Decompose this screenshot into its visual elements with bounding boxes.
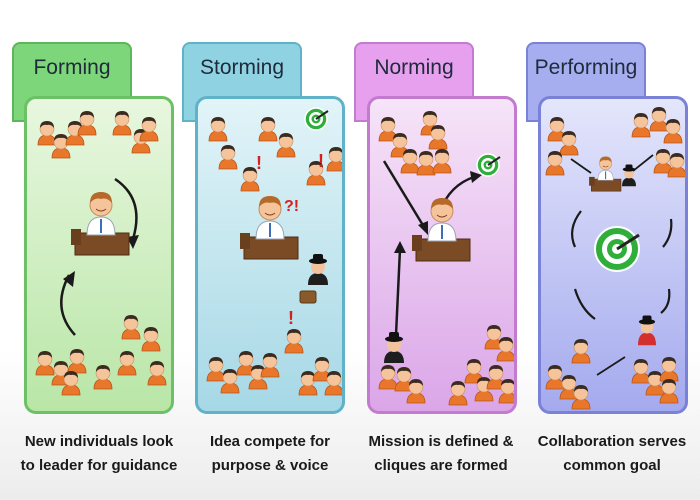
person-icon [208,116,228,142]
arrow-head-icon [418,221,428,235]
person-icon [631,112,651,138]
person-icon [649,106,669,132]
person-icon [653,148,673,174]
stage-title: Forming [33,56,111,79]
person-icon [117,350,137,376]
stage-title: Performing [534,56,638,79]
briefcase-icon [299,290,317,304]
forming-scene [35,110,167,396]
panel-performing [538,96,688,414]
person-icon [93,364,113,390]
person-icon [667,152,685,178]
alert-mark: ! [256,153,262,173]
person-icon [324,370,342,396]
person-icon [35,350,55,376]
person-icon [260,352,280,378]
caption-norming: Mission is defined & cliques are formed [353,430,529,478]
person-icon [67,348,87,374]
storming-scene: ! ! ?! ! [206,107,342,396]
person-icon [141,326,161,352]
person-icon [498,378,514,404]
person-icon [276,132,296,158]
alert-mark: ! [318,151,324,171]
alert-mark: ?! [284,198,299,215]
alert-mark: ! [288,308,294,328]
stage-title: Norming [374,56,454,79]
stage-title: Storming [199,56,285,79]
person-icon [571,338,591,364]
target-icon [304,107,329,131]
panel-forming [24,96,174,414]
person-icon [448,380,468,406]
arrow-icon [660,288,671,314]
outsider-icon [622,164,636,187]
person-icon [218,144,238,170]
person-icon [416,150,436,176]
panel-storming: ! ! ?! ! [195,96,345,414]
person-icon [659,356,679,382]
arrow-icon [570,210,582,248]
person-icon [147,360,167,386]
person-icon [37,120,57,146]
arrow-icon [394,248,402,336]
caption-line: Collaboration serves [537,433,687,450]
arrow-head-icon [63,271,75,287]
person-icon [112,110,132,136]
arrow-head-icon [394,241,406,253]
caption-line: to leader for guidance [20,457,178,474]
person-icon [326,146,342,172]
arrow-icon [573,288,596,320]
person-icon [206,356,226,382]
outsider-icon [308,254,328,285]
arrow-icon [382,160,426,228]
arrow-icon [662,218,673,248]
caption-line: common goal [563,457,661,474]
leader-icon [588,156,622,192]
person-icon [258,116,278,142]
person-icon [428,124,448,150]
person-icon [378,364,398,390]
person-icon [284,328,304,354]
arrow-head-icon [127,235,139,249]
person-icon [77,110,97,136]
caption-line: New individuals look [24,433,174,450]
performing-scene [545,106,685,410]
leader-icon [411,197,471,262]
person-icon [139,116,159,142]
person-icon [631,358,651,384]
caption-performing: Collaboration serves common goal [524,430,700,478]
outsider-icon [384,332,404,363]
person-icon [51,133,71,159]
person-icon [545,150,565,176]
person-icon [545,364,565,390]
arrow-head-icon [470,171,482,183]
caption-line: Idea compete for [209,433,331,450]
target-icon [476,153,501,177]
arrow-icon [114,177,138,240]
panel-norming [367,96,517,414]
person-icon [559,130,579,156]
leader-icon [70,191,130,256]
target-icon [593,225,641,273]
caption-line: cliques are formed [374,457,508,474]
person-icon [121,314,141,340]
double-arrow-icon [632,154,654,172]
double-arrow-icon [596,356,626,376]
double-arrow-icon [570,158,592,174]
caption-line: Mission is defined & [368,433,514,450]
person-icon [432,148,452,174]
caption-storming: Idea compete for purpose & voice [182,430,358,478]
norming-scene [378,110,514,406]
outsider-icon [638,315,656,346]
person-icon [400,148,420,174]
caption-forming: New individuals look to leader for guida… [11,430,187,478]
caption-line: purpose & voice [211,457,329,474]
